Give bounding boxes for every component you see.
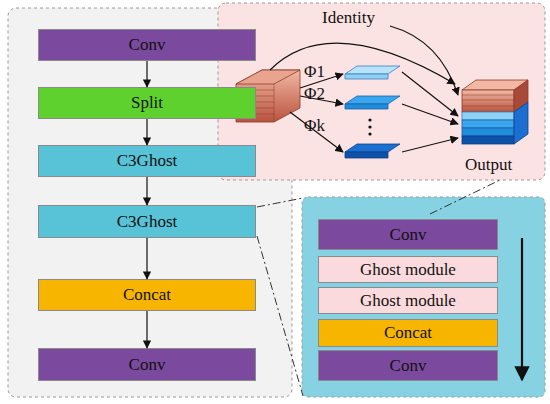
box-label: Conv xyxy=(390,225,427,245)
process-box: Concat xyxy=(38,279,256,311)
flow-connector xyxy=(146,238,147,279)
box-label: Conv xyxy=(390,356,427,376)
flow-connector xyxy=(146,311,147,348)
output-feature-map xyxy=(462,80,528,144)
flow-connector xyxy=(146,61,147,87)
box-label: C3Ghost xyxy=(117,212,177,232)
flow-connector xyxy=(146,119,147,145)
process-box: Ghost module xyxy=(318,287,498,314)
process-box: C3Ghost xyxy=(38,145,256,177)
process-box: Split xyxy=(38,87,256,119)
c3ghost-panel xyxy=(302,197,545,397)
box-label: Conv xyxy=(129,355,166,375)
process-box: Conv xyxy=(318,219,498,250)
process-box: Concat xyxy=(318,319,498,347)
annotation-label: Φ2 xyxy=(304,84,325,104)
box-label: Ghost module xyxy=(360,260,456,280)
annotation-label: Output xyxy=(465,155,512,175)
box-label: Concat xyxy=(384,323,432,343)
box-label: Conv xyxy=(129,35,166,55)
process-box: Conv xyxy=(38,29,256,61)
annotation-label: Φk xyxy=(304,116,325,136)
box-label: C3Ghost xyxy=(117,151,177,171)
box-label: Ghost module xyxy=(360,291,456,311)
leader-lines xyxy=(257,180,500,396)
ghost-module-panel xyxy=(218,3,545,180)
ghost-feature-maps xyxy=(345,66,400,158)
process-box: Ghost module xyxy=(318,256,498,283)
process-box: Conv xyxy=(38,348,256,381)
box-label: Concat xyxy=(123,285,171,305)
annotation-label: Identity xyxy=(322,8,375,28)
box-label: Split xyxy=(131,93,163,113)
illustration-arrows xyxy=(270,26,458,152)
flow-connector xyxy=(146,177,147,205)
process-box: Conv xyxy=(318,350,498,381)
flow-arrow xyxy=(521,238,523,380)
process-box: C3Ghost xyxy=(38,205,256,238)
annotation-label: Φ1 xyxy=(304,62,325,82)
